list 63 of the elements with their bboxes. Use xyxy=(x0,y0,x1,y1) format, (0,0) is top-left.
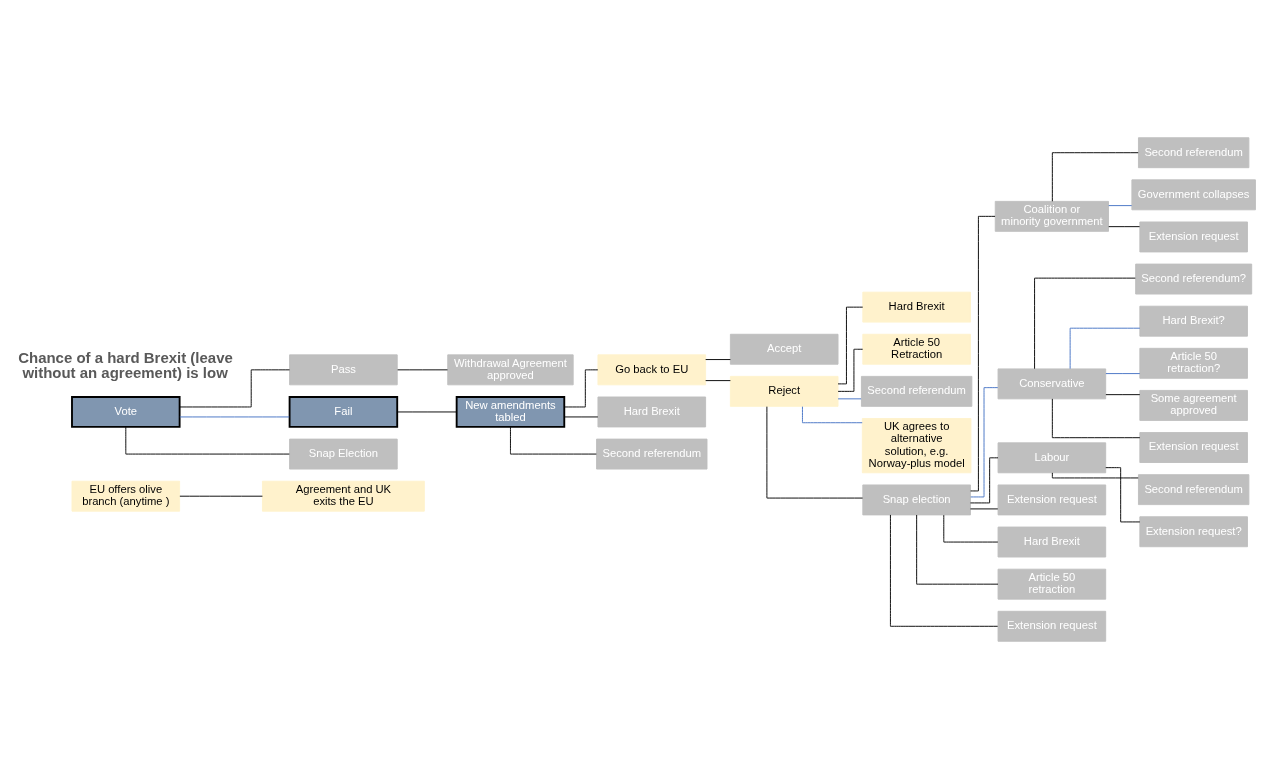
connector xyxy=(510,426,597,455)
connector xyxy=(705,379,731,381)
connector xyxy=(1051,397,1141,438)
connector xyxy=(179,415,290,417)
connector xyxy=(1108,204,1133,206)
label: Chance of a hard Brexit (leave without an agreement) is low xyxy=(18,348,233,381)
node-box: Agreement and UK exits the EU xyxy=(261,480,425,512)
connector xyxy=(1069,327,1141,369)
connector xyxy=(837,397,862,399)
connector xyxy=(1105,372,1141,374)
node-box: Snap Election xyxy=(289,438,398,470)
connector xyxy=(943,514,999,542)
node-box: Second referendum xyxy=(596,438,708,470)
node-box: Vote xyxy=(71,395,181,428)
connector xyxy=(564,368,599,407)
node-box: Second referendum xyxy=(1138,136,1250,168)
connector xyxy=(179,368,290,407)
connector xyxy=(837,348,864,392)
node-box: Article 50 retraction? xyxy=(1139,347,1248,379)
node-box: Reject xyxy=(729,375,839,407)
node-box: Extension request xyxy=(997,610,1107,642)
node-box: Labour xyxy=(997,441,1107,473)
connector xyxy=(1034,277,1136,369)
node-box: Hard Brexit xyxy=(597,396,707,427)
node-box: Extension request xyxy=(1139,221,1248,252)
node-box: Conservative xyxy=(997,367,1107,399)
node-box: Go back to EU xyxy=(597,353,707,385)
connector xyxy=(970,215,996,491)
node-box: Second referendum? xyxy=(1135,263,1253,294)
node-box: Second referendum xyxy=(860,375,973,407)
connector xyxy=(1051,471,1139,478)
node-box: Extension request xyxy=(997,484,1107,515)
node-box: Coalition or minority government xyxy=(994,200,1109,232)
node-box: UK agrees to alternative solution, e.g. Norway-plus model xyxy=(861,417,972,473)
node-box: Government collapses xyxy=(1131,178,1256,210)
node-box: Extension request? xyxy=(1139,515,1248,547)
connector xyxy=(970,456,999,503)
node-box: Snap election xyxy=(862,484,971,515)
node-box: Hard Brexit xyxy=(997,526,1107,557)
connector xyxy=(970,386,999,497)
node-box: Extension request xyxy=(1139,431,1248,463)
connector xyxy=(1108,225,1141,227)
node-box: EU offers olive branch (anytime ) xyxy=(71,480,181,512)
connector xyxy=(1105,393,1141,395)
node-box: Fail xyxy=(288,395,399,428)
node-box: Some agreement approved xyxy=(1139,389,1248,421)
connector xyxy=(1105,466,1141,522)
connector xyxy=(916,514,999,585)
connector xyxy=(397,411,457,412)
node-box: Hard Brexit xyxy=(862,291,971,323)
node-box: Article 50 retraction xyxy=(997,568,1107,600)
connector xyxy=(705,358,731,360)
connector xyxy=(1051,151,1139,202)
connector xyxy=(125,426,290,455)
node-box: Hard Brexit? xyxy=(1139,305,1248,337)
connector xyxy=(889,513,999,627)
node-box: Second referendum xyxy=(1138,473,1250,505)
node-box: Accept xyxy=(729,333,839,365)
connector xyxy=(563,415,599,417)
node-box: Pass xyxy=(289,353,398,385)
node-box: Withdrawal Agreement approved xyxy=(447,353,574,385)
node-box: Article 50 Retraction xyxy=(862,333,971,365)
node-box: New amendments tabled xyxy=(455,395,566,428)
